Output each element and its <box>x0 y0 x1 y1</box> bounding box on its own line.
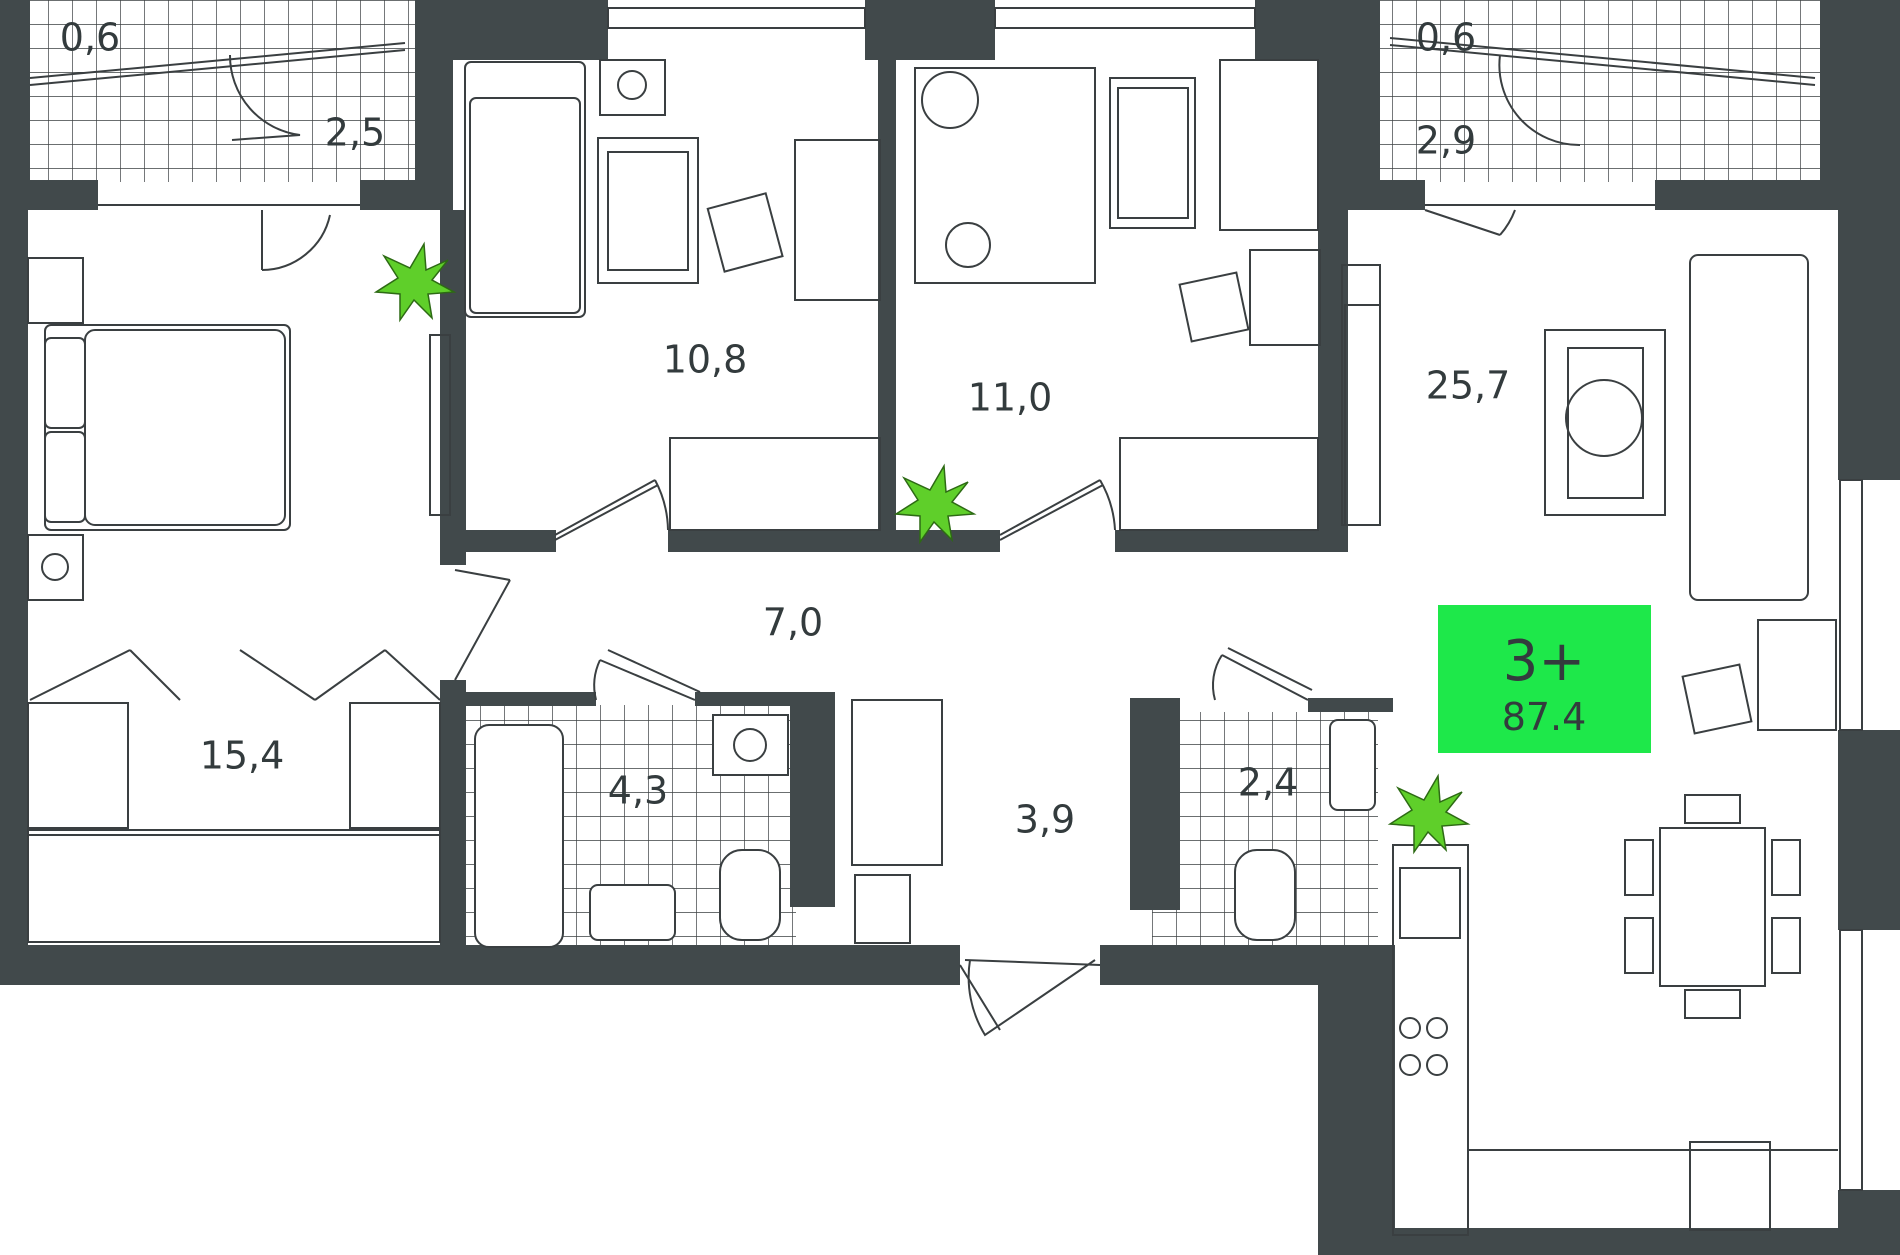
area-label-balcony-left: 0,6 <box>60 16 120 60</box>
area-label-bedroom: 15,4 <box>200 734 285 778</box>
area-label-kids-room: 11,0 <box>968 376 1053 420</box>
badge-total-area: 87.4 <box>1502 695 1587 739</box>
room-area-labels: 0,6 2,5 15,4 10,8 11,0 7,0 4,3 3,9 2,4 2… <box>60 16 1511 842</box>
badge-background <box>1438 605 1651 753</box>
area-label-living-kitchen: 25,7 <box>1426 364 1511 408</box>
apartment-summary-badge: 3+ 87.4 <box>1438 605 1651 753</box>
area-label-toilet: 2,4 <box>1238 761 1298 805</box>
area-label-room-middle: 10,8 <box>663 338 748 382</box>
area-label-balcony-right: 0,6 <box>1416 16 1476 60</box>
area-label-loggia-left: 2,5 <box>325 111 385 155</box>
area-label-hallway: 7,0 <box>763 601 823 645</box>
bedroom-furniture <box>27 257 451 943</box>
windows <box>29 7 1863 1191</box>
area-label-loggia-right: 2,9 <box>1416 119 1476 163</box>
bathroom-furniture <box>474 699 1376 948</box>
doors <box>228 54 1581 1037</box>
kids-room-furniture <box>914 59 1381 531</box>
room-middle-furniture <box>464 59 881 531</box>
badge-rooms-count: 3+ <box>1503 629 1586 694</box>
area-label-entrance: 3,9 <box>1015 798 1075 842</box>
area-label-bathroom: 4,3 <box>608 769 668 813</box>
plant-icons <box>373 241 1471 855</box>
living-kitchen-furniture <box>1341 254 1838 1236</box>
